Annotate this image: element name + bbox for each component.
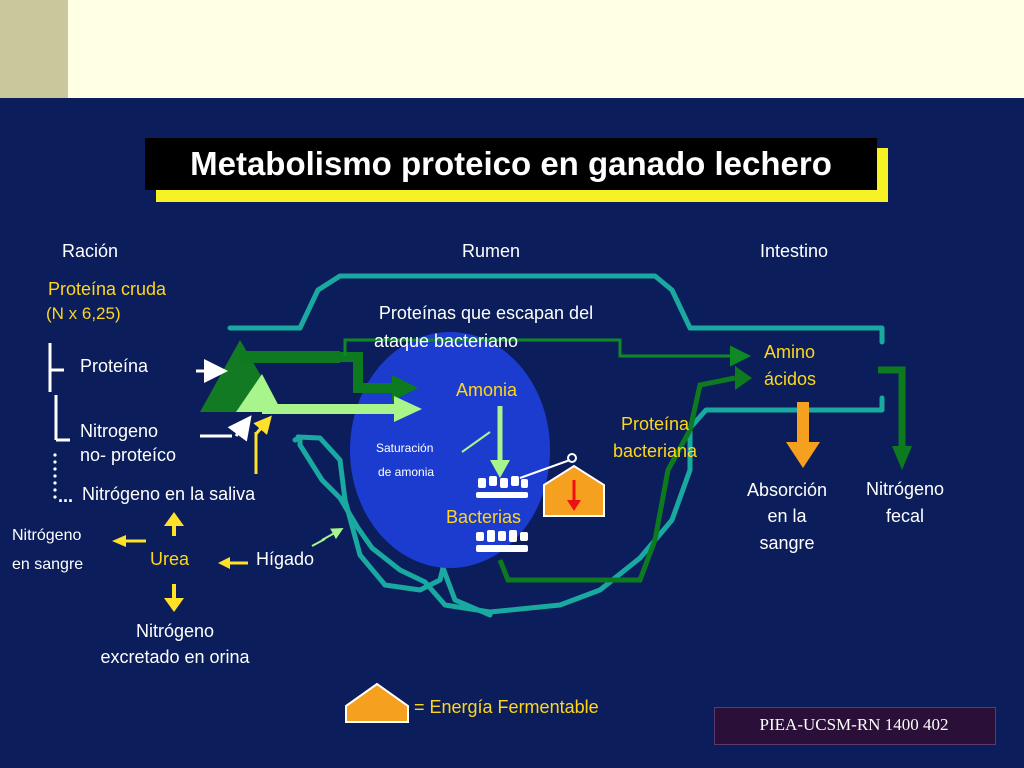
proteina-label: Proteína	[80, 356, 149, 376]
absorcion-label-1: Absorción	[746, 480, 828, 500]
orina-label-1: Nitrógeno	[135, 621, 215, 641]
amonia-arrowhead	[490, 460, 510, 478]
header-intestino: Intestino	[760, 241, 829, 261]
absorcion-label-2: en la	[767, 506, 807, 526]
slide-title: Metabolismo proteico en ganado lechero	[190, 145, 832, 182]
proteina-bacteriana-label-2: bacteriana	[612, 441, 698, 461]
header-racion: Ración	[62, 241, 119, 261]
proteina-bacteriana-label-1: Proteína	[620, 414, 690, 434]
legend-energia-label: = Energía Fermentable	[414, 697, 599, 717]
urea-arrows	[112, 512, 248, 612]
absorcion-arrow	[786, 402, 820, 468]
liver-to-rumen-tail	[311, 538, 326, 547]
proteina-cruda-label: Proteína cruda	[48, 279, 167, 299]
saturacion-label-2: de amonia	[378, 465, 435, 479]
saliva-yellow-arrowhead	[253, 415, 272, 435]
top-band	[0, 0, 1024, 98]
header-rumen: Rumen	[462, 241, 521, 261]
sangre-label-1: Nitrógeno	[12, 527, 82, 544]
liver-to-rumen-arrow	[321, 528, 344, 541]
escape-arrow	[343, 338, 751, 367]
bacterial-protein-arrow	[497, 375, 736, 583]
nitrogeno-saliva-label: Nitrógeno en la saliva	[82, 484, 256, 504]
ration-triangle-light	[236, 374, 282, 412]
orina-label-2: excretado en orina	[100, 647, 250, 667]
fecal-label-2: fecal	[885, 506, 925, 526]
sangre-label-2: en sangre	[12, 556, 84, 573]
formula-label: (N x 6,25)	[46, 304, 121, 323]
bottom-loop-outline	[342, 497, 493, 618]
bacteria-icon	[476, 476, 528, 552]
title-box	[145, 138, 877, 190]
amino-label-2: ácidos	[764, 369, 817, 389]
amino-label-1: Amino	[764, 342, 816, 362]
bacterias-label: Bacterias	[446, 507, 522, 527]
bacterial-protein-arrowhead	[735, 366, 752, 390]
ration-input-arrows	[196, 359, 252, 442]
footer-box	[714, 707, 996, 745]
digestive-tract-outline	[227, 273, 885, 615]
energy-connector-node	[567, 453, 577, 463]
escapan-label-1: Proteínas que escapan del	[378, 303, 594, 323]
urea-label: Urea	[150, 549, 190, 569]
saturacion-label-1: Saturación	[376, 441, 434, 455]
nitrogeno-label: Nitrogeno	[80, 421, 159, 441]
bracket-ellipsis: ...	[58, 486, 73, 506]
footer-code: PIEA-UCSM-RN 1400 402	[759, 715, 949, 734]
legend-energy-house-icon	[345, 682, 409, 723]
amonia-label: Amonia	[456, 380, 518, 400]
top-band-accent	[0, 0, 68, 98]
protein-flow-arrows	[240, 351, 422, 422]
escapan-label-2: ataque bacteriano	[373, 331, 519, 351]
fecal-arrow	[878, 366, 912, 470]
no-proteico-label: no- proteíco	[80, 445, 177, 465]
absorcion-label-3: sangre	[759, 533, 815, 553]
saturacion-pointer	[461, 431, 491, 453]
ration-bracket-dots	[53, 453, 57, 499]
fecal-label-1: Nitrógeno	[865, 479, 945, 499]
higado-label: Hígado	[256, 549, 315, 569]
ration-bracket	[48, 343, 70, 442]
energy-down-arrowhead	[567, 500, 581, 511]
energy-connector	[519, 459, 571, 479]
